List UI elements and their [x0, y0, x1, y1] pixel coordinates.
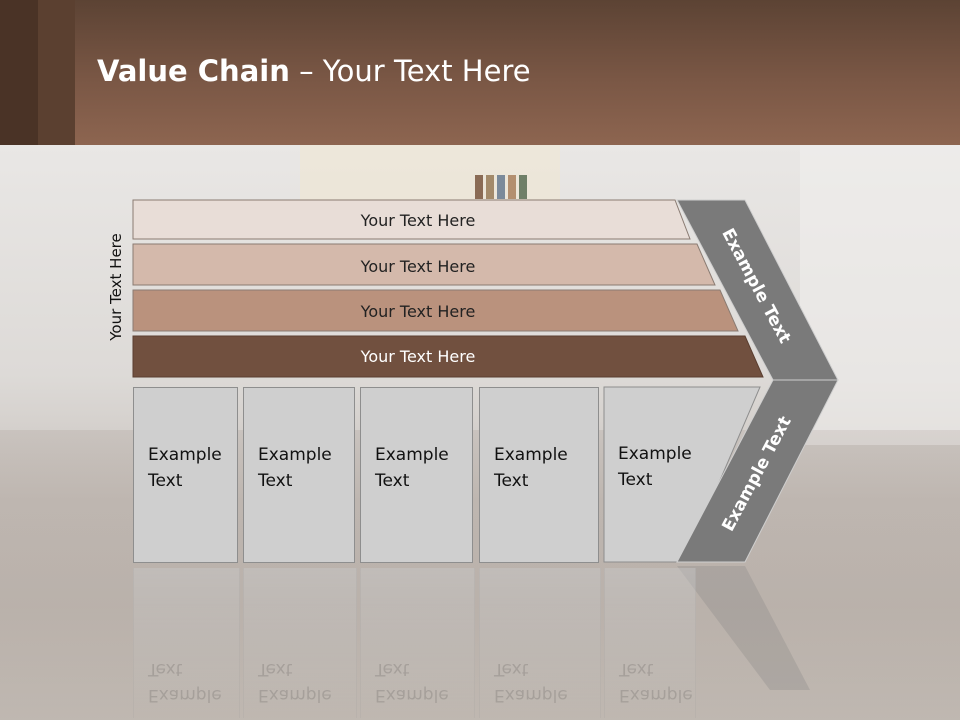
activity-cell-label: Example Text [618, 444, 692, 490]
value-bar-label: Your Text Here [360, 301, 476, 321]
bar-shape-4 [132, 335, 764, 378]
value-bar-label: Your Text Here [360, 256, 476, 276]
value-bar-label: Your Text Here [360, 210, 476, 230]
reflection-label: Example Text [375, 659, 449, 705]
cell-reflection: Example Text [604, 568, 696, 718]
title-bold: Value Chain [97, 54, 290, 88]
activity-cell-5[interactable]: Example Text [604, 387, 694, 563]
cell-reflection: Example Text [243, 568, 357, 718]
value-bar-4[interactable]: Your Text Here [133, 336, 753, 376]
reflection-label: Example Text [148, 659, 222, 705]
bar-shape-1 [132, 199, 691, 240]
activity-cell-label: Example Text [494, 445, 568, 491]
reflection-label: Example Text [494, 659, 568, 705]
bar-shape-2 [132, 243, 716, 286]
arrow-reflection [677, 566, 810, 690]
activity-cell-label: Example Text [375, 445, 449, 491]
cell-reflection: Example Text [360, 568, 475, 718]
reflection-label: Example Text [619, 659, 693, 705]
value-bar-2[interactable]: Your Text Here [133, 246, 713, 286]
arrow-bottom-chevron [676, 379, 839, 563]
slide-title[interactable]: Value Chain – Your Text Here [97, 54, 531, 88]
activity-cell-label: Example Text [148, 445, 222, 491]
header-accent-strip [0, 0, 38, 145]
background-bookshelf [300, 145, 560, 205]
activity-cell-1[interactable]: Example Text [133, 387, 238, 563]
activity-cell-3[interactable]: Example Text [360, 387, 473, 563]
cell-reflection: Example Text [479, 568, 601, 718]
bar-shape-3 [132, 289, 739, 332]
value-bar-1[interactable]: Your Text Here [133, 200, 693, 240]
activity-cell-2[interactable]: Example Text [243, 387, 355, 563]
reflection-label: Example Text [258, 659, 332, 705]
activity-cell-label: Example Text [258, 445, 332, 491]
activity-cell-4[interactable]: Example Text [479, 387, 599, 563]
value-bar-label: Your Text Here [360, 346, 476, 366]
header-accent-strip [38, 0, 75, 145]
cell-reflection: Example Text [133, 568, 240, 718]
title-bar [0, 0, 960, 145]
title-rest: – Your Text Here [289, 54, 531, 88]
value-bar-3[interactable]: Your Text Here [133, 291, 733, 331]
